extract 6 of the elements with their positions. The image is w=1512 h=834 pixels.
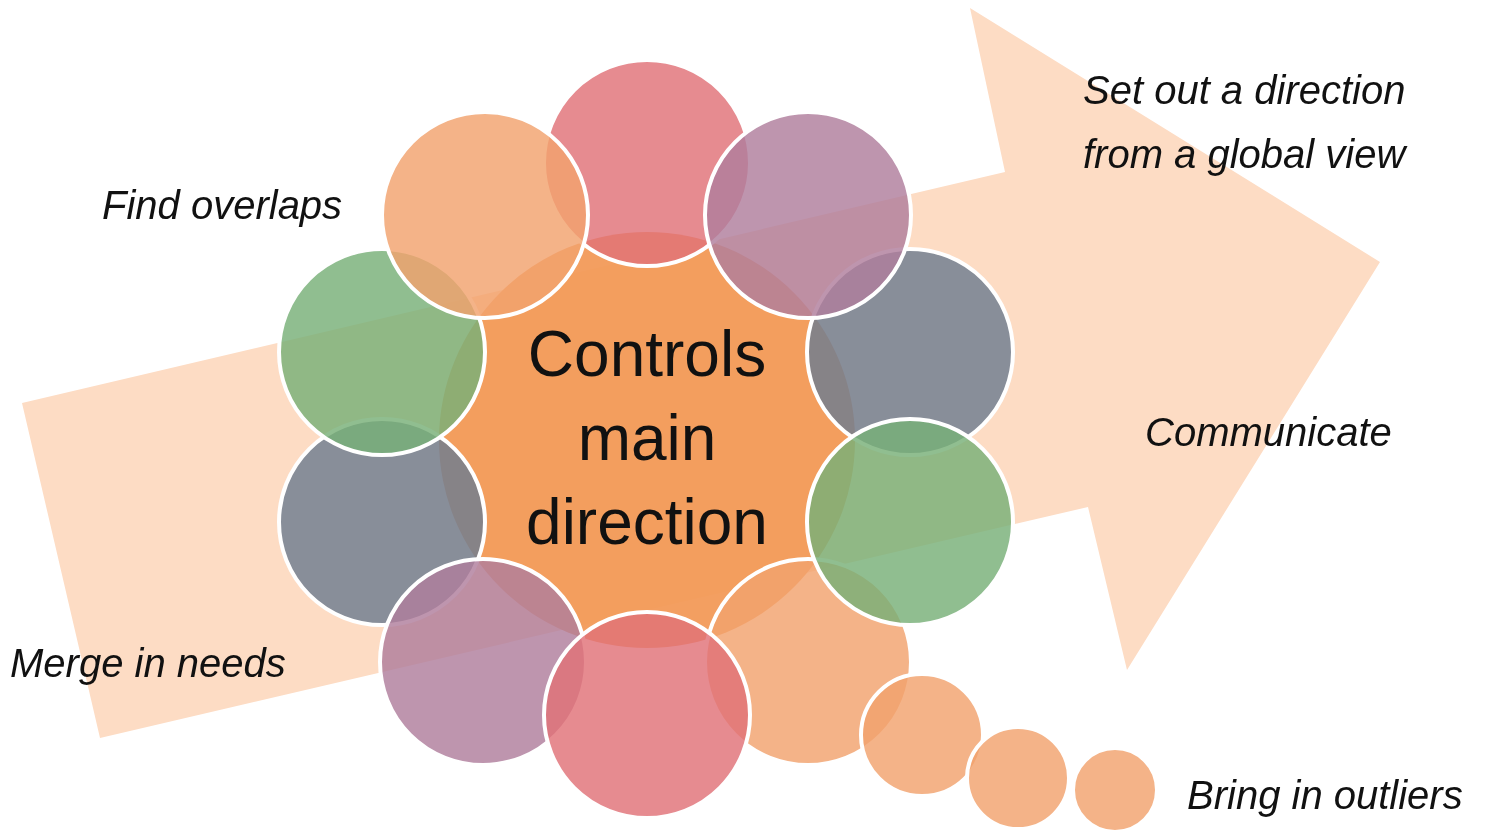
caption-text: Bring in outliers — [1187, 772, 1464, 819]
caption-text: Communicate — [1145, 409, 1393, 456]
caption-text: Set out a direction from a global view — [1083, 67, 1409, 178]
caption-text: Merge in needs — [10, 640, 287, 687]
caption-text: Find overlaps — [102, 182, 344, 229]
center-label: Controls main direction — [525, 317, 769, 560]
